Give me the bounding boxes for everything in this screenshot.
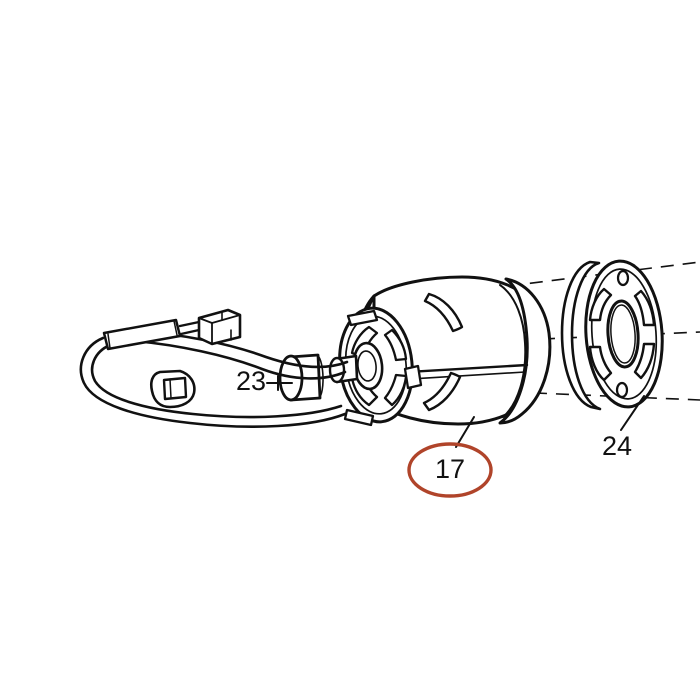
connector-plug [197,308,242,346]
callout-24-number: 24 [602,431,632,461]
callout-17-number: 17 [435,454,465,484]
motor-end-cap [338,306,423,427]
cable-sleeve [102,318,182,351]
motor-output-shaft [328,354,359,384]
wiring-harness [79,308,349,428]
callout-17[interactable]: 17 [407,442,493,498]
leader-lines [266,375,645,448]
callout-17-highlight-ring [407,442,493,498]
callout-23[interactable]: 23 [236,366,266,396]
callout-23-number: 23 [236,366,266,396]
flange-arc-slots [588,287,656,382]
motor-vent-slots [422,292,464,412]
mounting-flange-plate [560,259,664,411]
callout-24[interactable]: 24 [602,431,632,461]
cable-clip-grommet [149,369,196,409]
